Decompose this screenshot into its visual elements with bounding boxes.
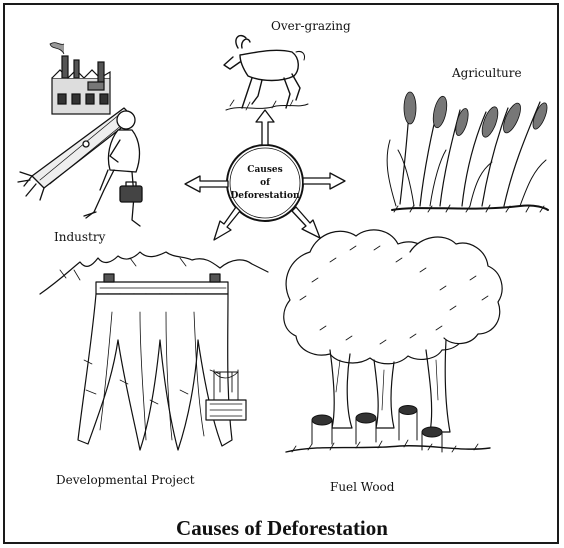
arrow-down-left	[214, 207, 240, 240]
hub-line-1: Causes	[247, 165, 282, 175]
label-fuel-wood: Fuel Wood	[330, 480, 394, 494]
hub-line-3: Deforestation	[230, 191, 300, 201]
label-industry: Industry	[54, 230, 105, 244]
arrow-down-right	[292, 207, 320, 238]
label-developmental-project: Developmental Project	[56, 473, 195, 487]
trees-illustration	[284, 230, 502, 452]
diagram-caption: Causes of Deforestation	[0, 516, 564, 541]
man-with-log-illustration	[18, 108, 142, 226]
label-over-grazing: Over-grazing	[271, 19, 351, 33]
goat-illustration	[224, 36, 308, 110]
arrow-left	[185, 176, 228, 192]
factory-illustration	[50, 43, 110, 114]
arrow-right	[303, 173, 345, 189]
hub-line-2: of	[260, 178, 271, 188]
arrow-up	[256, 110, 274, 145]
dam-illustration	[40, 252, 268, 450]
wheat-illustration	[387, 92, 550, 212]
label-agriculture: Agriculture	[452, 66, 522, 80]
